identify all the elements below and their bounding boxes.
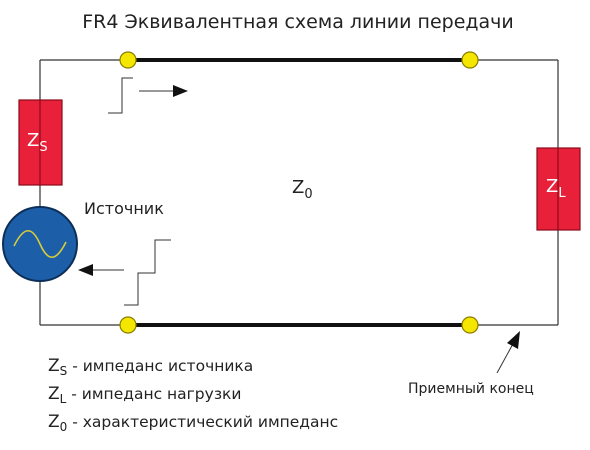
legend-subscript: S bbox=[59, 364, 68, 378]
legend-subscript: 0 bbox=[59, 420, 68, 434]
legend-item-zl: ZL - импеданс нагрузки bbox=[48, 384, 242, 406]
node-top-right bbox=[461, 51, 479, 69]
legend-text: - импеданс нагрузки bbox=[66, 385, 242, 403]
receiving-end-leader-line bbox=[496, 341, 515, 374]
reflected-pulse bbox=[78, 239, 171, 306]
junction-nodes bbox=[119, 51, 479, 334]
receiving-end-pointer bbox=[496, 331, 520, 374]
legend-symbol: Z bbox=[48, 412, 60, 432]
diagram-title: FR4 Эквивалентная схема линии передачи bbox=[82, 11, 514, 33]
legend-item-z0: Z0 - характеристический импеданс bbox=[48, 412, 339, 434]
legend-text: - характеристический импеданс bbox=[67, 413, 339, 431]
legend-symbol: Z bbox=[48, 356, 60, 376]
node-bottom-right bbox=[461, 316, 479, 334]
voltage-source bbox=[2, 206, 78, 282]
reflected-arrow-icon bbox=[78, 264, 93, 276]
zs-label: ZS bbox=[27, 130, 48, 155]
load-impedance-zl: ZL bbox=[536, 147, 581, 231]
receiving-end-arrow-icon bbox=[507, 331, 520, 349]
incident-step-waveform bbox=[108, 77, 133, 114]
source-impedance-zs: ZS bbox=[18, 99, 63, 186]
sine-wave-icon bbox=[13, 229, 67, 259]
legend-symbol: Z bbox=[48, 384, 60, 404]
source-label: Источник bbox=[84, 199, 164, 218]
z0-label: Z0 bbox=[292, 177, 313, 202]
incident-arrow-icon bbox=[173, 85, 188, 97]
node-top-left bbox=[119, 51, 137, 69]
legend-item-zs: ZS - импеданс источника bbox=[48, 356, 254, 378]
receiving-end-label: Приемный конец bbox=[408, 381, 534, 397]
zl-label: ZL bbox=[546, 176, 566, 201]
transmission-line bbox=[128, 58, 470, 327]
incident-pulse bbox=[108, 77, 188, 114]
legend-subscript: L bbox=[59, 392, 67, 406]
reflected-step-waveform bbox=[124, 239, 171, 306]
legend-text: - импеданс источника bbox=[67, 357, 254, 375]
node-bottom-left bbox=[119, 316, 137, 334]
